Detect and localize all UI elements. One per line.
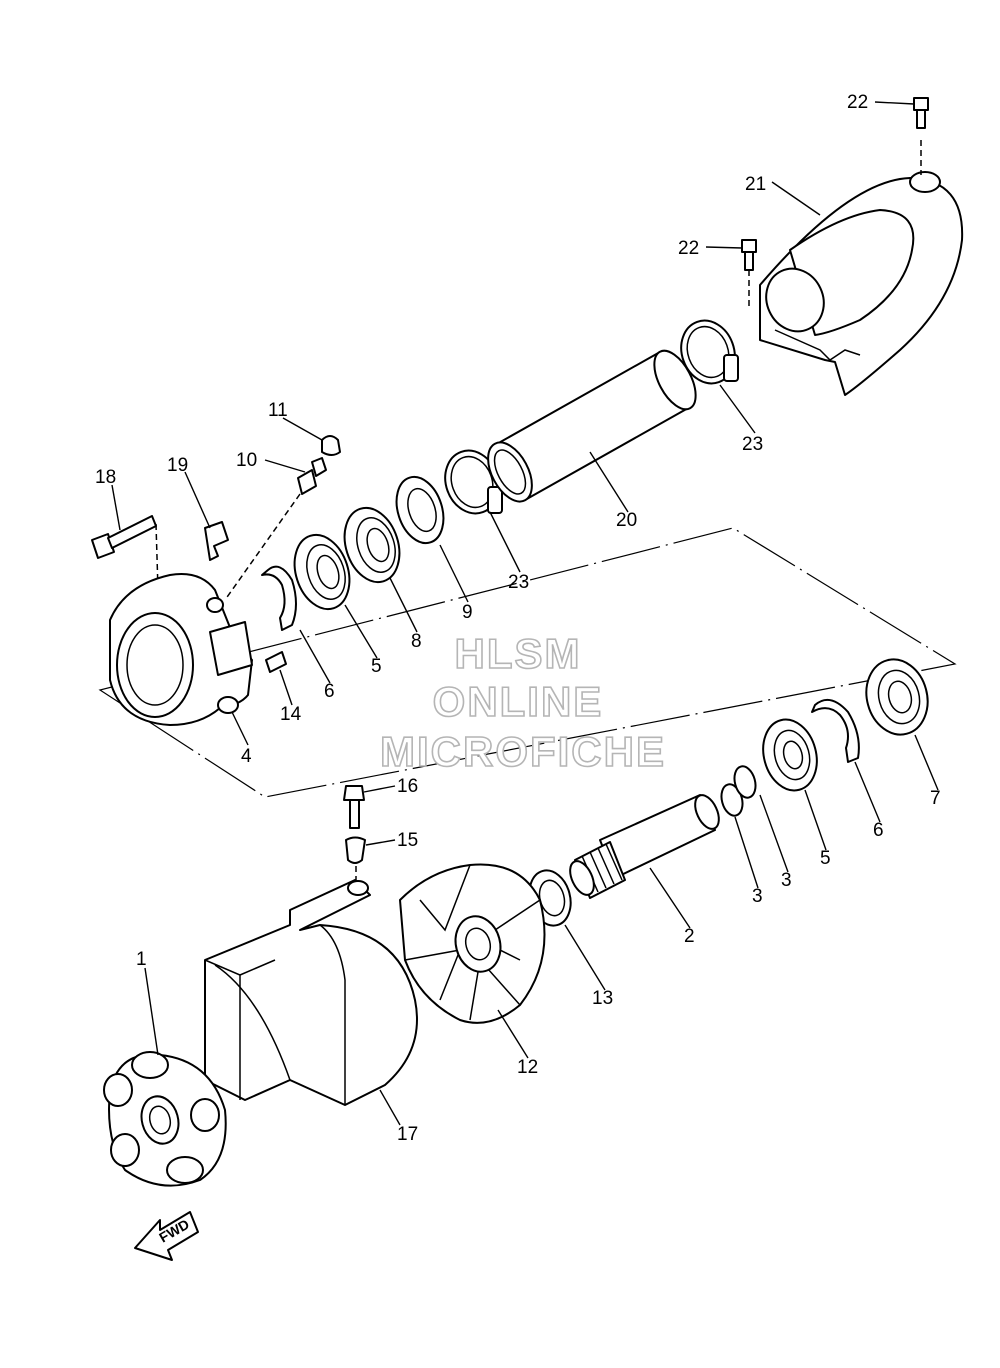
callout-19: 19 [167,455,188,476]
part-23-clamp-lower[interactable] [437,443,508,521]
watermark-line-3: MICROFICHE [380,728,666,775]
callout-23-lower: 23 [508,572,529,593]
part-18-bolt[interactable] [91,515,159,591]
part-22-bolt-top[interactable] [913,97,929,175]
watermark-line-1: HLSM [455,630,582,677]
part-4-housing[interactable] [109,573,253,726]
part-23-clamp-upper[interactable] [673,313,744,391]
callout-16: 16 [397,776,418,797]
part-21-nozzle[interactable] [756,171,964,396]
part-14-pin[interactable] [265,651,287,673]
part-3-o-ring-b[interactable] [731,764,759,800]
part-15-collar[interactable] [345,836,366,886]
watermark: HLSM ONLINE MICROFICHE [379,629,666,776]
callout-12: 12 [517,1057,538,1078]
part-16-bolt[interactable] [343,785,365,829]
part-9-seal[interactable] [389,471,452,549]
part-12-impeller[interactable] [399,863,546,1024]
part-17-housing-cover[interactable] [204,879,418,1106]
part-7-bearing[interactable] [858,653,936,742]
callout-labels: 22 21 22 23 20 23 9 8 5 6 14 4 11 10 18 … [95,92,941,1145]
part-10-grease-nipple[interactable] [224,457,327,601]
fwd-direction-arrow: FWD [134,1211,199,1261]
callout-22-top: 22 [847,92,868,113]
callout-5-upper: 5 [371,656,382,677]
part-6-circlip-upper[interactable] [261,565,297,631]
watermark-line-2: ONLINE [433,678,604,725]
callout-10: 10 [236,450,257,471]
callout-14: 14 [280,704,302,725]
callout-4: 4 [241,746,252,767]
part-2-drive-shaft[interactable] [565,791,723,899]
callout-3-a: 3 [752,886,763,907]
part-22-bolt-left[interactable] [741,239,757,310]
subassembly-boundary [98,527,957,798]
callout-6-lower: 6 [873,820,884,841]
part-6-circlip-lower[interactable] [811,698,860,763]
part-19-clip[interactable] [204,521,229,561]
callout-8: 8 [411,631,422,652]
callout-17: 17 [397,1124,418,1145]
callout-3-b: 3 [781,870,792,891]
part-5-bearing-upper[interactable] [286,528,359,616]
callout-11: 11 [268,400,288,421]
callout-7: 7 [930,788,941,809]
callout-23-upper: 23 [742,434,763,455]
part-1-damper[interactable] [103,1051,227,1187]
callout-15: 15 [397,830,418,851]
callout-13: 13 [592,988,613,1009]
callout-21: 21 [745,174,766,195]
callout-6-upper: 6 [324,681,335,702]
callout-2: 2 [684,926,695,947]
callout-20: 20 [616,510,637,531]
callout-1: 1 [136,949,147,970]
part-11-cap[interactable] [321,435,341,456]
part-8-bearing[interactable] [336,501,409,589]
callout-22-left: 22 [678,238,699,259]
part-20-hose[interactable] [479,344,704,508]
part-3-o-ring-a[interactable] [718,782,746,818]
callout-18: 18 [95,467,116,488]
leader-lines [111,101,939,1126]
callout-5-lower: 5 [820,848,831,869]
callout-9: 9 [462,602,473,623]
part-5-bearing-lower[interactable] [756,713,825,796]
